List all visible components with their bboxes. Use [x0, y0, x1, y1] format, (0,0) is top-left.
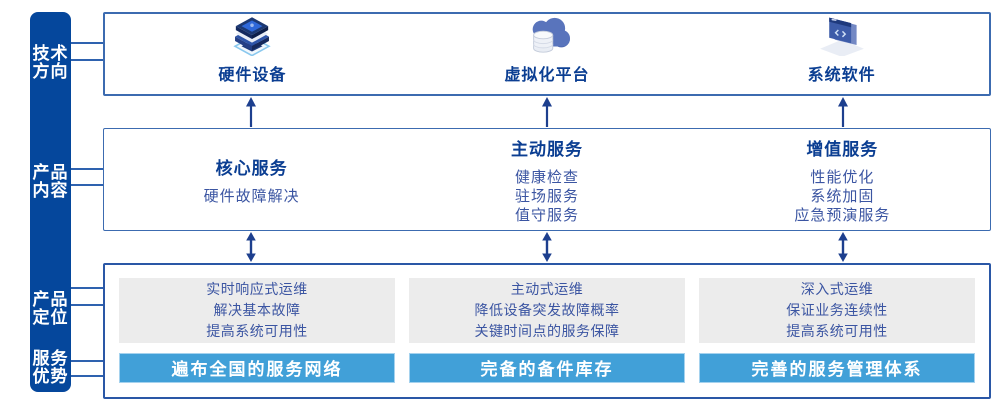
sidebar-label-service-advantage: 服务 优势: [30, 350, 71, 386]
connector-line: [71, 360, 104, 362]
positioning-column-proactive: 主动式运维 降低设备突发故障概率 关键时间点的服务保障 完备的备件库存: [409, 278, 685, 383]
tech-direction-panel: 硬件设备 虚拟化平台: [103, 12, 991, 96]
positioning-line: 保证业务连续性: [786, 301, 888, 318]
tech-item-system-software: 系统软件: [694, 14, 989, 94]
service-column-proactive: 主动服务 健康检查 驻场服务 值守服务: [399, 129, 694, 230]
service-item: 系统加固: [810, 187, 875, 205]
positioning-description: 实时响应式运维 解决基本故障 提高系统可用性: [119, 278, 395, 343]
sidebar-label-line: 服务: [32, 349, 69, 368]
up-arrow-icon: [542, 96, 552, 127]
service-column-title: 增值服务: [806, 139, 879, 159]
tech-item-label: 系统软件: [807, 67, 876, 84]
connector-line: [71, 375, 104, 377]
sidebar-label-line: 技术: [32, 44, 69, 63]
positioning-line: 关键时间点的服务保障: [474, 322, 620, 339]
sidebar-label-line: 产品: [32, 290, 69, 309]
server-stack-icon: [233, 17, 271, 56]
advantage-bar: 遍布全国的服务网络: [119, 352, 395, 383]
up-arrow-icon: [246, 96, 256, 127]
service-column-value-added: 增值服务 性能优化 系统加固 应急预演服务: [695, 129, 990, 230]
service-column-core: 核心服务 硬件故障解决: [104, 129, 399, 230]
service-item: 应急预演服务: [794, 206, 891, 224]
sidebar-label-product-content: 产品 内容: [30, 164, 71, 200]
positioning-description: 主动式运维 降低设备突发故障概率 关键时间点的服务保障: [409, 278, 685, 343]
double-arrow-icon: [838, 231, 848, 262]
software-window-icon: [819, 17, 864, 56]
service-item: 驻场服务: [514, 187, 579, 205]
tech-item-label: 虚拟化平台: [504, 67, 590, 84]
sidebar-label-line: 产品: [32, 163, 69, 182]
connector-line: [71, 168, 104, 170]
connector-line: [71, 59, 104, 61]
positioning-line: 深入式运维: [800, 280, 874, 297]
cloud-database-icon: [532, 17, 570, 53]
arrow-row-top: [103, 96, 991, 127]
up-arrow-icon: [838, 96, 848, 127]
connector-line: [71, 184, 104, 186]
service-column-title: 核心服务: [215, 158, 288, 178]
positioning-line: 提高系统可用性: [206, 322, 308, 339]
positioning-column-deep: 深入式运维 保证业务连续性 提高系统可用性 完善的服务管理体系: [699, 278, 975, 383]
service-item: 值守服务: [514, 206, 579, 224]
advantage-bar: 完备的备件库存: [409, 352, 685, 383]
positioning-description: 深入式运维 保证业务连续性 提高系统可用性: [699, 278, 975, 343]
service-item: 性能优化: [810, 168, 875, 186]
positioning-column-realtime: 实时响应式运维 解决基本故障 提高系统可用性 遍布全国的服务网络: [119, 278, 395, 383]
connector-line: [71, 287, 104, 289]
connector-line: [71, 42, 104, 44]
tech-item-label: 硬件设备: [218, 67, 287, 84]
product-content-panel: 核心服务 硬件故障解决 主动服务 健康检查 驻场服务 值守服务 增值服务 性能优…: [103, 128, 991, 231]
service-item: 健康检查: [514, 168, 579, 186]
sidebar-label-product-positioning: 产品 定位: [30, 291, 71, 327]
connector-line: [71, 304, 104, 306]
service-column-title: 主动服务: [510, 139, 583, 159]
positioning-line: 实时响应式运维: [206, 280, 308, 297]
double-arrow-icon: [246, 231, 256, 262]
tech-item-hardware: 硬件设备: [105, 14, 400, 94]
sidebar-label-line: 优势: [32, 367, 69, 386]
sidebar-label-tech-direction: 技术 方向: [30, 45, 71, 81]
advantage-bar: 完善的服务管理体系: [699, 352, 975, 383]
sidebar-label-line: 方向: [32, 62, 69, 81]
tech-item-virtualization: 虚拟化平台: [400, 14, 695, 94]
positioning-line: 主动式运维: [510, 280, 584, 297]
positioning-line: 解决基本故障: [213, 301, 301, 318]
sidebar-label-line: 内容: [32, 181, 69, 200]
positioning-line: 降低设备突发故障概率: [474, 301, 620, 318]
double-arrow-icon: [542, 231, 552, 262]
arrow-row-bottom: [103, 231, 991, 262]
sidebar-label-line: 定位: [32, 308, 69, 327]
category-sidebar: 技术 方向 产品 内容 产品 定位 服务 优势: [30, 12, 71, 392]
product-positioning-panel: 实时响应式运维 解决基本故障 提高系统可用性 遍布全国的服务网络 主动式运维 降…: [103, 263, 991, 399]
positioning-line: 提高系统可用性: [786, 322, 888, 339]
service-item: 硬件故障解决: [203, 187, 300, 205]
